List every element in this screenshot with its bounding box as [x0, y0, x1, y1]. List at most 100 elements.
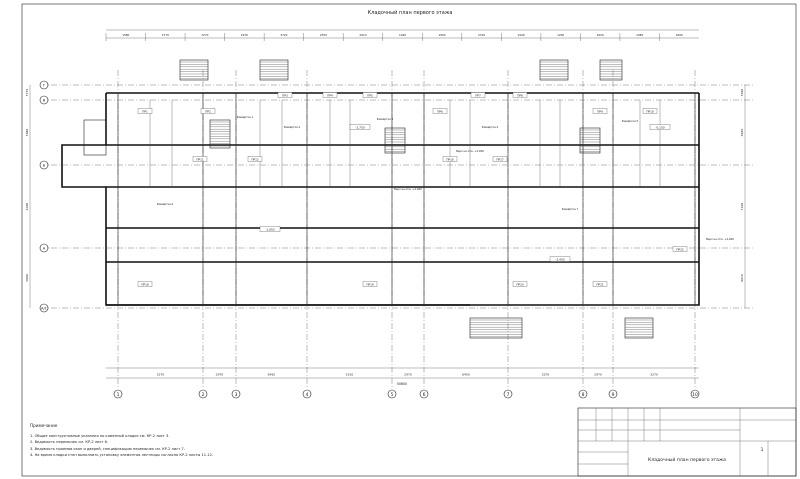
opening-box [322, 92, 338, 98]
dimension-text: 6450 [268, 373, 276, 377]
dimension-text: 6930 [740, 129, 744, 137]
sheet-frame [21, 3, 797, 477]
stair-block [579, 127, 601, 154]
axis-label: В [43, 99, 46, 103]
opening-label: ПР20 [516, 282, 524, 286]
dimension-text: 3990 [25, 274, 29, 282]
axis-bubble [198, 389, 208, 399]
opening-label: ПР1 [142, 109, 148, 113]
dimension-text: 6450 [462, 373, 470, 377]
stair-outline [384, 127, 406, 154]
exterior-walls [61, 92, 700, 306]
axis-bubble [39, 243, 49, 253]
axis-bubble [302, 389, 312, 399]
axis-label: 10 [692, 392, 698, 398]
opening-label: ПР11 [196, 157, 204, 161]
notes-block: Примечание 1. Общие конструктивные указа… [30, 423, 213, 458]
stair-block [624, 317, 654, 339]
stair-outline [259, 59, 289, 81]
dimension-text: 3270 [650, 373, 658, 377]
axis-label: Г [43, 84, 45, 88]
dimension-text: 2970 [594, 373, 602, 377]
dimension-text: 2350 [320, 33, 327, 37]
axis-label: 4 [306, 392, 309, 398]
stair-outline [469, 317, 523, 339]
level-box [259, 226, 281, 232]
dimension-text: 2970 [241, 33, 248, 37]
level-box [549, 256, 571, 262]
stair-block [539, 59, 569, 81]
axis-label: 2 [202, 392, 205, 398]
stair-block [209, 119, 231, 149]
opening-box [362, 281, 378, 287]
stamp-drawing-name: Кладочный план первого этажа [648, 458, 726, 463]
axis-bubble [231, 389, 241, 399]
height-note: Верх на отм. +2,900 [456, 149, 484, 153]
opening-label: ПР3 [282, 93, 288, 97]
dimension-text: 3270 [157, 373, 165, 377]
axis-bubble [419, 389, 429, 399]
axis-label: А [43, 247, 46, 251]
opening-label: ПР19 [366, 282, 374, 286]
razvertka-label: Развёртка 3 [377, 117, 394, 121]
stamp-sheet-number: 1 [760, 448, 764, 453]
axis-label: 3 [235, 392, 238, 398]
opening-box [362, 92, 378, 98]
opening-box [137, 281, 153, 287]
opening-box [137, 108, 153, 114]
stair-block [469, 317, 523, 339]
level-mark: -2,750 [355, 125, 364, 129]
opening-label: ПР10 [646, 109, 654, 113]
opening-label: ПР18 [141, 282, 149, 286]
opening-box [592, 281, 608, 287]
opening-label: ПР21 [596, 282, 604, 286]
stair-block [599, 59, 623, 81]
opening-box [200, 108, 216, 114]
stair-outline [539, 59, 569, 81]
axis-bubble [578, 389, 588, 399]
opening-box [470, 92, 486, 98]
opening-label: ПР7 [475, 93, 481, 97]
level-mark: -0,150 [655, 125, 664, 129]
axis-label: 6 [423, 392, 426, 398]
axis-bubble [690, 389, 700, 399]
axis-label: 7 [507, 392, 510, 398]
opening-label: ПР2 [205, 109, 211, 113]
dimension-text: 5150 [346, 373, 354, 377]
note-item: 4. На время кладки стен выполнить устано… [30, 452, 214, 457]
axis-label: 1 [117, 392, 120, 398]
axis-bubble [39, 80, 49, 90]
dimension-text: 1200 [557, 33, 564, 37]
axis-bubble [608, 389, 618, 399]
opening-label: ПР9 [597, 109, 603, 113]
opening-box [247, 156, 263, 162]
dimension-text: 2970 [404, 373, 412, 377]
axis-bubble [39, 95, 49, 105]
razvertka-label: Развёртка 7 [562, 207, 579, 211]
opening-box [592, 108, 608, 114]
dimension-text: 2720 [478, 33, 485, 37]
opening-box [442, 156, 458, 162]
dimension-text: 1620 [597, 33, 604, 37]
axis-bubble [113, 389, 123, 399]
stair-outline [179, 59, 209, 81]
dimension-text: 6180 [25, 203, 29, 211]
dimension-text: 1940 [518, 33, 525, 37]
opening-label: ПР12 [251, 157, 259, 161]
interior-walls [106, 93, 699, 305]
opening-box [192, 156, 208, 162]
stair-outline [624, 317, 654, 339]
level-box [349, 124, 371, 130]
level-mark: -2,450 [555, 257, 564, 261]
dimension-text: 5770 [25, 89, 29, 97]
opening-label: ПР6 [437, 109, 443, 113]
dimension-text: 9010 [740, 274, 744, 282]
axis-label: 9 [612, 392, 615, 398]
level-box [649, 124, 671, 130]
razvertka-label: Развёртка 6 [157, 202, 174, 206]
opening-label: ПР8 [517, 93, 523, 97]
axis-label: 8 [582, 392, 585, 398]
